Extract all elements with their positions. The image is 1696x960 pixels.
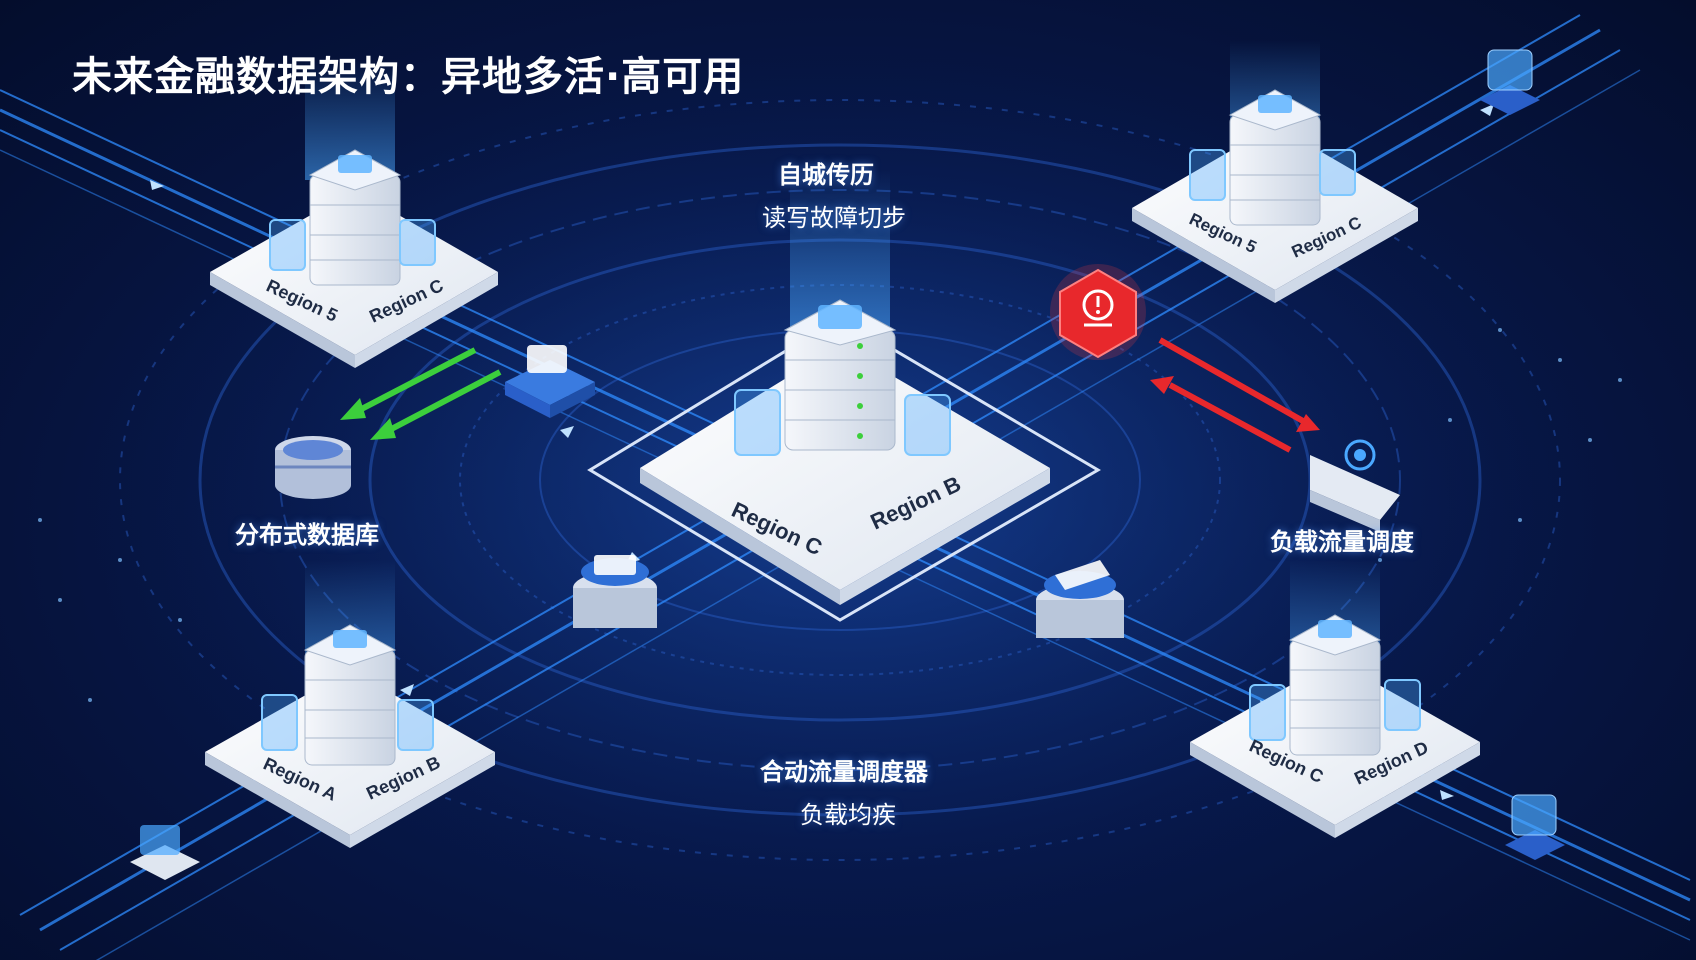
particles bbox=[38, 328, 1622, 702]
database-icon bbox=[275, 436, 351, 499]
cluster-bottom-left: Region A Region B bbox=[205, 560, 495, 848]
sync-arrows bbox=[340, 347, 502, 440]
server-icon bbox=[1228, 89, 1322, 226]
annotation-top-sub: 读写故障切步 bbox=[762, 204, 906, 232]
router-icon bbox=[573, 555, 657, 628]
annotation-bottom-title: 合动流量调度器 bbox=[760, 758, 928, 786]
annotation-top-title: 自城传历 bbox=[778, 161, 874, 189]
server-icon bbox=[783, 299, 897, 451]
annotation-left-db: 分布式数据库 bbox=[235, 521, 379, 549]
router-icon bbox=[1505, 794, 1565, 860]
page-title: 未来金融数据架构：异地多活·高可用 bbox=[72, 54, 745, 100]
load-balancer-icon bbox=[1310, 439, 1400, 532]
panel-icon bbox=[734, 389, 781, 456]
server-icon bbox=[308, 149, 402, 286]
failover-arrows bbox=[1150, 337, 1320, 453]
router-icon bbox=[130, 825, 200, 880]
router-icon bbox=[1480, 49, 1540, 115]
cluster-bottom-right: Region C Region D bbox=[1190, 560, 1480, 838]
alert-hexagon-icon bbox=[1050, 264, 1146, 360]
panel-icon bbox=[904, 394, 951, 456]
server-icon bbox=[303, 624, 397, 766]
annotation-bottom-sub: 负载均疾 bbox=[800, 801, 896, 829]
cluster-top-right: Region 5 Region C bbox=[1132, 40, 1418, 303]
router-icon bbox=[1036, 560, 1124, 638]
router-icon bbox=[505, 345, 595, 418]
cluster-center: Region C Region B bbox=[587, 170, 1101, 622]
cluster-top-left: Region 5 Region C bbox=[210, 60, 498, 368]
server-icon bbox=[1288, 614, 1382, 756]
annotation-right-lb: 负载流量调度 bbox=[1270, 528, 1414, 556]
